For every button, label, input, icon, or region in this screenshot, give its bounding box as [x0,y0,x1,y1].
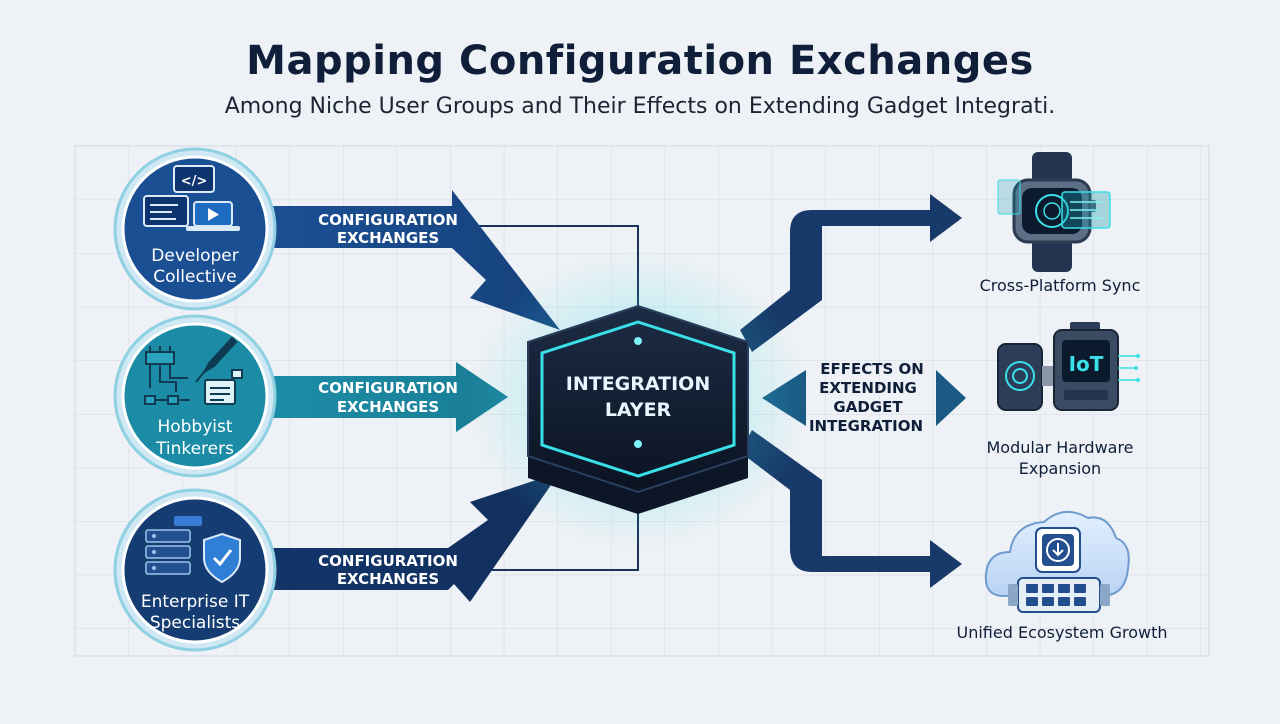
exchange-arrow-hobbyist [270,362,508,432]
group-enterprise-it-specialists: Enterprise IT Specialists [113,488,277,652]
group-developer-collective: </> Developer Collective [113,147,277,311]
effects-label: EFFECTS ON EXTENDING GADGET INTEGRATION [809,360,924,435]
hub-light-top [634,337,642,345]
exchange-arrow-developer [270,190,560,330]
integration-layer-hub [468,250,808,550]
cloud-device-icon [984,511,1130,613]
group-label-line2: Tinkerers [155,439,234,459]
smartwatch-icon [997,152,1111,272]
effects-label-line4: INTEGRATION [809,417,923,435]
exchange-label-3-line2: EXCHANGES [337,570,439,588]
group-label-line1: Enterprise IT [141,592,250,612]
iot-module-icon: IoT [997,322,1140,411]
effects-label-line1: EFFECTS ON [820,360,924,378]
group-label-line1: Hobbyist [157,417,232,437]
outcome-label-modular-line2: Expansion [1019,459,1101,478]
outcome-label-ecosystem: Unified Ecosystem Growth [957,623,1168,642]
server-shield-icon [145,516,241,584]
hub-light-bottom [634,440,642,448]
exchange-label-1-line1: CONFIGURATION [318,211,458,229]
exchange-arrow-enterprise [270,472,560,602]
svg-text:</>: </> [181,174,208,189]
group-label-line2: Specialists [150,613,240,633]
exchange-label-3-line1: CONFIGURATION [318,552,458,570]
group-label-line1: Developer [151,246,238,266]
output-arrow-ecosystem [740,430,962,588]
group-label-line2: Collective [153,267,236,287]
exchange-label-2-line2: EXCHANGES [337,398,439,416]
hub-label-line1: INTEGRATION [566,373,710,395]
output-arrow-sync [740,194,962,352]
page-subtitle: Among Niche User Groups and Their Effect… [224,94,1056,119]
page-title: Mapping Configuration Exchanges [246,38,1034,84]
outcome-label-modular-line1: Modular Hardware [986,438,1133,457]
group-hobbyist-tinkerers: Hobbyist Tinkerers [113,314,277,478]
exchange-label-2-line1: CONFIGURATION [318,379,458,397]
code-laptop-icon: </> [143,165,240,231]
exchange-labels: CONFIGURATION EXCHANGES CONFIGURATION EX… [318,211,458,588]
outcome-label-sync: Cross-Platform Sync [980,276,1141,295]
effects-label-line3: GADGET [833,398,903,416]
effects-arrow-right [936,370,966,426]
svg-text:IoT: IoT [1069,352,1104,376]
effects-label-line2: EXTENDING [819,379,917,397]
exchange-label-1-line2: EXCHANGES [337,229,439,247]
soldering-circuit-icon [144,336,243,405]
hub-label-line2: LAYER [605,399,672,421]
